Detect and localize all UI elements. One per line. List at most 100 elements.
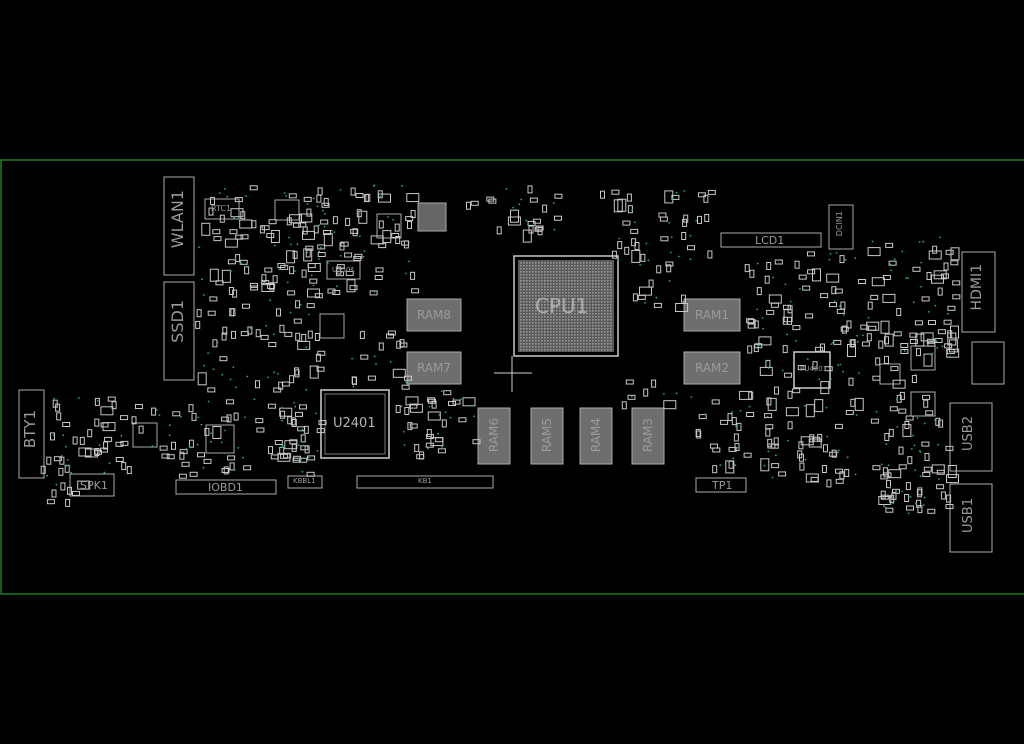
ic-u2501[interactable]: [326, 260, 361, 280]
test-point: [307, 313, 310, 316]
passive-part: [711, 399, 720, 405]
connector-hdmi1[interactable]: [961, 251, 996, 333]
ram-chip-ram6[interactable]: [477, 407, 511, 465]
passive-part: [94, 418, 100, 427]
ram-chip-ram1[interactable]: [683, 298, 741, 332]
test-point: [767, 367, 770, 369]
cpu-package[interactable]: [513, 255, 619, 357]
passive-part: [821, 465, 827, 473]
test-point: [829, 378, 832, 380]
passive-part: [845, 410, 854, 415]
ic-pu4601[interactable]: [793, 351, 831, 389]
ic-u3[interactable]: [205, 424, 235, 454]
connector-spk1[interactable]: [69, 473, 115, 497]
passive-part: [766, 309, 775, 315]
passive-part: [613, 199, 623, 213]
passive-part: [533, 218, 541, 224]
connector-dcin1[interactable]: [828, 204, 854, 250]
test-point: [315, 412, 317, 415]
passive-part: [355, 193, 364, 198]
ram-chip-ram7[interactable]: [406, 351, 462, 385]
ic-u8[interactable]: [274, 199, 300, 221]
test-point: [857, 372, 860, 374]
passive-part: [255, 418, 264, 424]
passive-part: [374, 275, 383, 280]
test-point: [766, 415, 769, 418]
passive-part: [267, 284, 276, 289]
ic-u1[interactable]: [376, 213, 402, 239]
passive-part: [404, 375, 412, 381]
passive-part: [720, 419, 729, 425]
passive-part: [902, 423, 912, 437]
test-point: [735, 425, 737, 428]
passive-part: [235, 234, 244, 240]
test-point: [756, 262, 759, 265]
passive-part: [345, 217, 351, 226]
passive-part: [295, 332, 301, 341]
ic-u2[interactable]: [319, 313, 345, 339]
connector-kb1[interactable]: [356, 475, 494, 489]
passive-part: [316, 194, 322, 203]
ic-top-center[interactable]: [417, 202, 447, 232]
connector-card-reader[interactable]: [971, 341, 1005, 385]
ram-chip-ram3[interactable]: [631, 407, 665, 465]
ram-chip-ram2[interactable]: [683, 351, 741, 385]
test-point: [806, 358, 809, 360]
ic-u4[interactable]: [132, 422, 158, 448]
ram-chip-ram4[interactable]: [579, 407, 613, 465]
test-point: [440, 390, 443, 392]
test-point: [196, 443, 199, 446]
ic-u6[interactable]: [910, 391, 936, 417]
test-point: [927, 311, 930, 313]
passive-part: [197, 452, 205, 458]
test-point: [617, 258, 620, 261]
passive-part: [304, 445, 310, 454]
passive-part: [120, 415, 129, 421]
passive-part: [831, 286, 837, 295]
ic-u7[interactable]: [879, 363, 901, 385]
test-point: [237, 447, 240, 449]
passive-part: [866, 333, 872, 342]
test-point: [283, 192, 286, 195]
connector-ssd1[interactable]: [163, 281, 195, 381]
connector-usb1[interactable]: [949, 483, 993, 553]
test-point: [312, 197, 315, 200]
passive-part: [297, 426, 306, 432]
connector-wlan1[interactable]: [163, 176, 195, 276]
test-point: [151, 445, 154, 447]
passive-part: [221, 269, 231, 283]
passive-part: [658, 212, 667, 218]
passive-part: [309, 278, 318, 284]
passive-part: [178, 473, 187, 479]
label-dcin1: DCIN1: [835, 211, 844, 237]
connector-tp1[interactable]: [695, 477, 747, 493]
test-point: [683, 190, 686, 192]
ram-chip-ram5[interactable]: [530, 407, 564, 465]
test-point: [55, 483, 58, 486]
passive-part: [317, 252, 326, 257]
passive-part: [932, 245, 938, 254]
label-wlan1: WLAN1: [168, 190, 187, 249]
connector-usb2[interactable]: [949, 402, 993, 472]
test-point: [168, 424, 171, 427]
connector-iobd1[interactable]: [175, 479, 277, 495]
passive-part: [839, 471, 845, 480]
connector-bty1[interactable]: [18, 389, 45, 479]
ic-u2401[interactable]: [320, 389, 390, 459]
connector-kbbl1[interactable]: [287, 475, 323, 489]
passive-part: [826, 479, 832, 488]
test-point: [405, 272, 407, 275]
label-u2401: U2401: [333, 416, 376, 431]
passive-part: [307, 263, 316, 269]
passive-part: [868, 325, 877, 331]
passive-part: [100, 447, 108, 453]
passive-part: [279, 324, 285, 333]
passive-part: [733, 433, 739, 442]
test-point: [937, 443, 939, 446]
passive-part: [297, 340, 311, 350]
ram-chip-ram8[interactable]: [406, 298, 462, 332]
connector-lcd1[interactable]: [720, 232, 822, 248]
passive-part: [666, 264, 672, 273]
